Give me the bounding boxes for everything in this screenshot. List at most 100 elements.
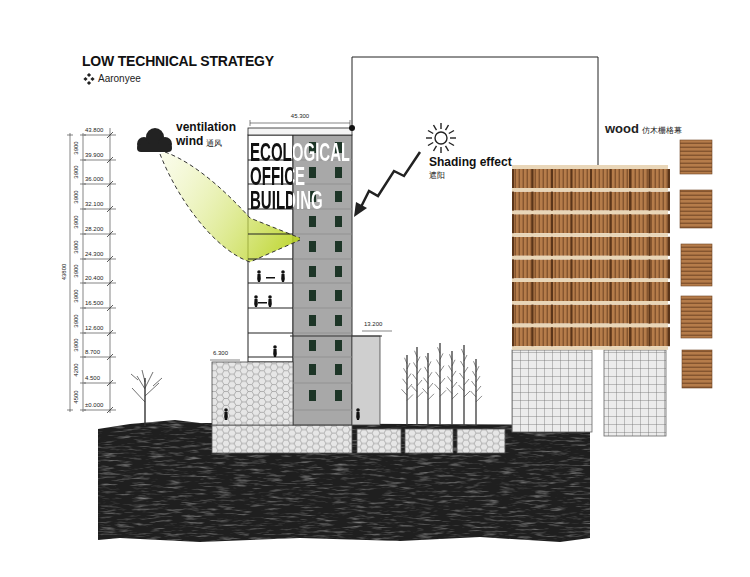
elevation-mark: 16.500	[85, 300, 103, 307]
tree-branch	[459, 385, 465, 391]
tree-branch	[417, 392, 423, 398]
wood-facade-part	[681, 296, 712, 338]
person-body	[281, 274, 285, 282]
wood-facade-part	[512, 165, 668, 169]
facade-mullion	[571, 259, 573, 278]
floor-height: 3900	[73, 314, 80, 327]
left-tree-part	[131, 370, 162, 402]
elevation-mark: 20.400	[85, 275, 103, 282]
person-figure	[273, 345, 277, 357]
elevation-mark: 12.600	[85, 325, 103, 332]
wood-screen	[512, 305, 668, 324]
person-figure	[268, 295, 272, 307]
facade-mullion	[532, 282, 534, 301]
dimension-tick	[80, 283, 86, 284]
person-head	[224, 408, 228, 412]
facade-mullion	[551, 192, 553, 211]
shading-arrow-part	[361, 152, 420, 207]
strategy-label: wind	[176, 135, 203, 149]
dimension-tick	[84, 410, 116, 411]
tree-branch	[417, 368, 421, 374]
facade-mullion	[668, 214, 670, 233]
person-head	[257, 270, 261, 274]
facade-mullion	[668, 282, 670, 301]
facade-floor-line	[293, 234, 352, 235]
facade-mullion	[551, 305, 553, 324]
tree-branch	[402, 389, 408, 395]
floor-slab-line	[248, 356, 293, 357]
tree-branch	[472, 381, 477, 387]
dimension-tick	[84, 259, 116, 260]
facade-mullion	[512, 327, 514, 346]
tree-branch	[404, 368, 408, 374]
wood-screen	[512, 259, 668, 278]
dimension-tick	[80, 160, 86, 161]
table	[258, 302, 267, 304]
facade-mullion	[610, 237, 612, 256]
facade-mullion	[610, 282, 612, 301]
facade-mullion	[571, 169, 573, 188]
dimension-tick	[80, 308, 86, 309]
dimension-lines	[70, 120, 392, 413]
dimension-tick	[80, 184, 86, 185]
sun-icon-part	[450, 137, 456, 138]
facade-mullion	[512, 214, 514, 233]
dimension-slash	[107, 305, 113, 311]
floor-height: 3900	[73, 190, 80, 203]
office-tower-section-part	[290, 335, 382, 336]
dimension-tick	[84, 184, 116, 185]
person-figure	[281, 270, 285, 282]
person-head	[273, 345, 277, 349]
facade-mullion	[590, 214, 592, 233]
title: LOW TECHNICAL STRATEGY	[82, 53, 274, 69]
sun-icon-part	[434, 125, 437, 130]
window	[309, 216, 316, 227]
text-holder: ECOLOGICAL OFFICE BUILDING	[250, 140, 416, 213]
floor-slab-line	[248, 282, 293, 283]
elevation-mark: 28.200	[85, 226, 103, 233]
dimension-lines-part	[83, 133, 84, 412]
cloud-icon-part	[137, 144, 172, 152]
wood-facade-part	[681, 244, 712, 286]
facade-mullion	[512, 192, 514, 211]
window	[335, 390, 342, 401]
elevation-mark: 24.300	[85, 251, 103, 258]
tree-branch	[450, 354, 453, 360]
elevation-mark: 4.500	[85, 375, 100, 382]
facade-mullion	[590, 259, 592, 278]
sun-icon-part	[440, 123, 441, 129]
sun-icon-part	[449, 131, 454, 134]
window	[335, 241, 342, 252]
tree-branch	[407, 384, 412, 390]
facade-mullion	[649, 282, 651, 301]
person-body	[356, 412, 360, 420]
tree-branch	[448, 376, 453, 382]
dimension-tick	[67, 410, 73, 411]
tree-branch	[403, 379, 408, 385]
elevation-mark: 8.700	[85, 349, 100, 356]
elevation-mark: 39.900	[85, 152, 103, 159]
dimension-lines-part	[250, 123, 350, 124]
facade-mullion	[668, 327, 670, 346]
window	[335, 266, 342, 277]
tree-branch	[437, 360, 441, 366]
tree-branch	[476, 386, 481, 392]
wood-facade-part	[680, 140, 712, 174]
tree-branch	[464, 355, 467, 361]
window	[309, 390, 316, 401]
floor-slab-line	[248, 332, 293, 333]
tree-branch	[407, 395, 413, 401]
facade-mullion	[649, 305, 651, 324]
generated-details	[67, 132, 670, 425]
elevation-mark: 6.300	[213, 350, 228, 357]
facade-mullion	[629, 305, 631, 324]
facade-mullion	[571, 327, 573, 346]
elevation-mark: 43.800	[85, 127, 103, 134]
facade-floor-line	[293, 410, 352, 411]
logo-mark	[83, 73, 94, 85]
facade-mullion	[571, 214, 573, 233]
facade-slab	[512, 211, 668, 215]
strategy-label: Shading effect	[429, 156, 512, 170]
facade-mullion	[629, 282, 631, 301]
tree-branch	[435, 384, 441, 390]
